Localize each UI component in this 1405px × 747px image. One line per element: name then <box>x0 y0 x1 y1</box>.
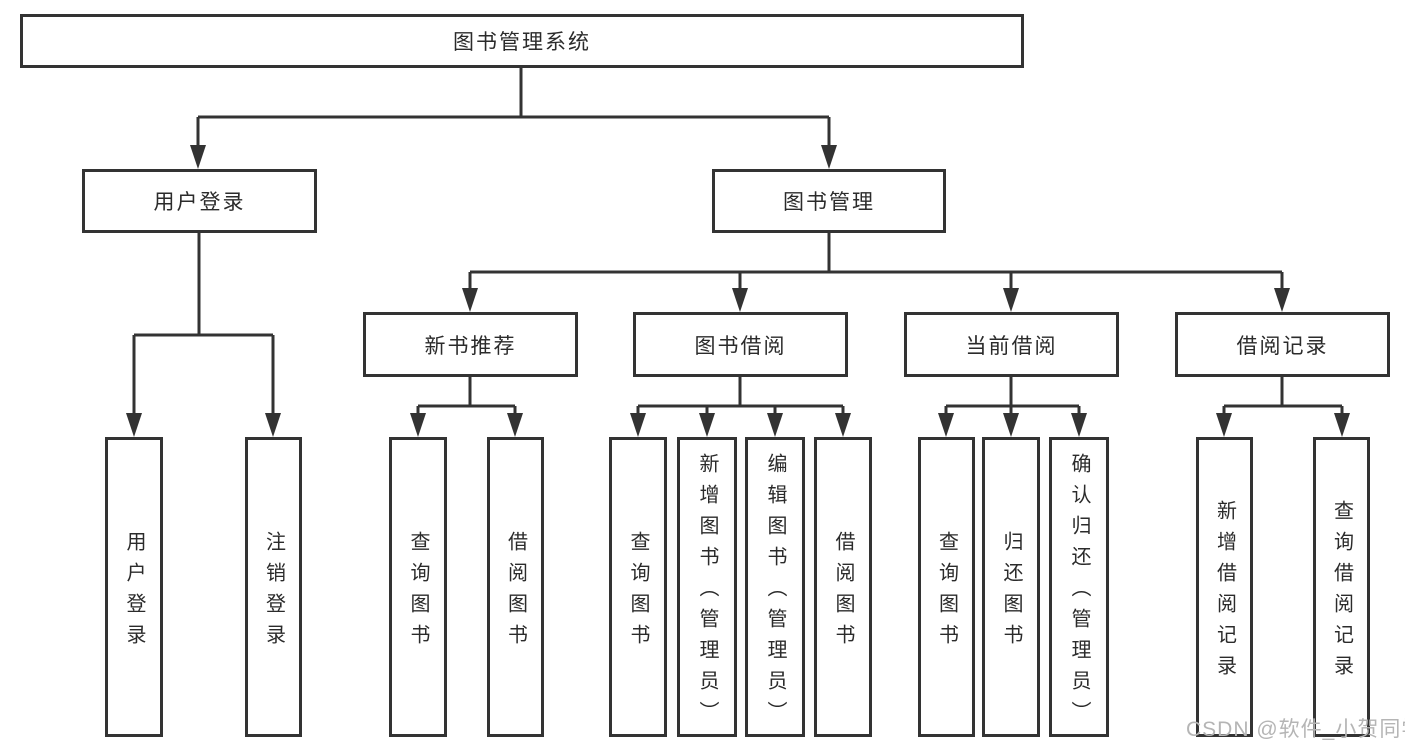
node-current-borrowing: 当前借阅 <box>904 312 1119 377</box>
node-book-management: 图书管理 <box>712 169 946 233</box>
node-edit-books-admin: 编辑图书（管理员） <box>745 437 805 737</box>
node-add-books-admin: 新增图书（管理员） <box>677 437 737 737</box>
node-user-login-leaf: 用户登录 <box>105 437 163 737</box>
node-new-book-recommend: 新书推荐 <box>363 312 578 377</box>
node-library-management-system: 图书管理系统 <box>20 14 1024 68</box>
watermark: CSDN @软件_小贺同学 <box>1186 718 1405 741</box>
node-query-borrow-record: 查询借阅记录 <box>1313 437 1370 737</box>
node-return-books: 归还图书 <box>982 437 1040 737</box>
node-add-borrow-record: 新增借阅记录 <box>1196 437 1253 737</box>
node-query-books-borrowing: 查询图书 <box>609 437 667 737</box>
node-confirm-return-admin: 确认归还（管理员） <box>1049 437 1109 737</box>
node-user-login: 用户登录 <box>82 169 317 233</box>
node-query-books-current: 查询图书 <box>918 437 975 737</box>
node-borrow-books-borrowing: 借阅图书 <box>814 437 872 737</box>
node-logout-leaf: 注销登录 <box>245 437 302 737</box>
node-book-borrowing: 图书借阅 <box>633 312 848 377</box>
node-query-books-recommend: 查询图书 <box>389 437 447 737</box>
node-borrowing-records: 借阅记录 <box>1175 312 1390 377</box>
node-borrow-books-recommend: 借阅图书 <box>487 437 544 737</box>
